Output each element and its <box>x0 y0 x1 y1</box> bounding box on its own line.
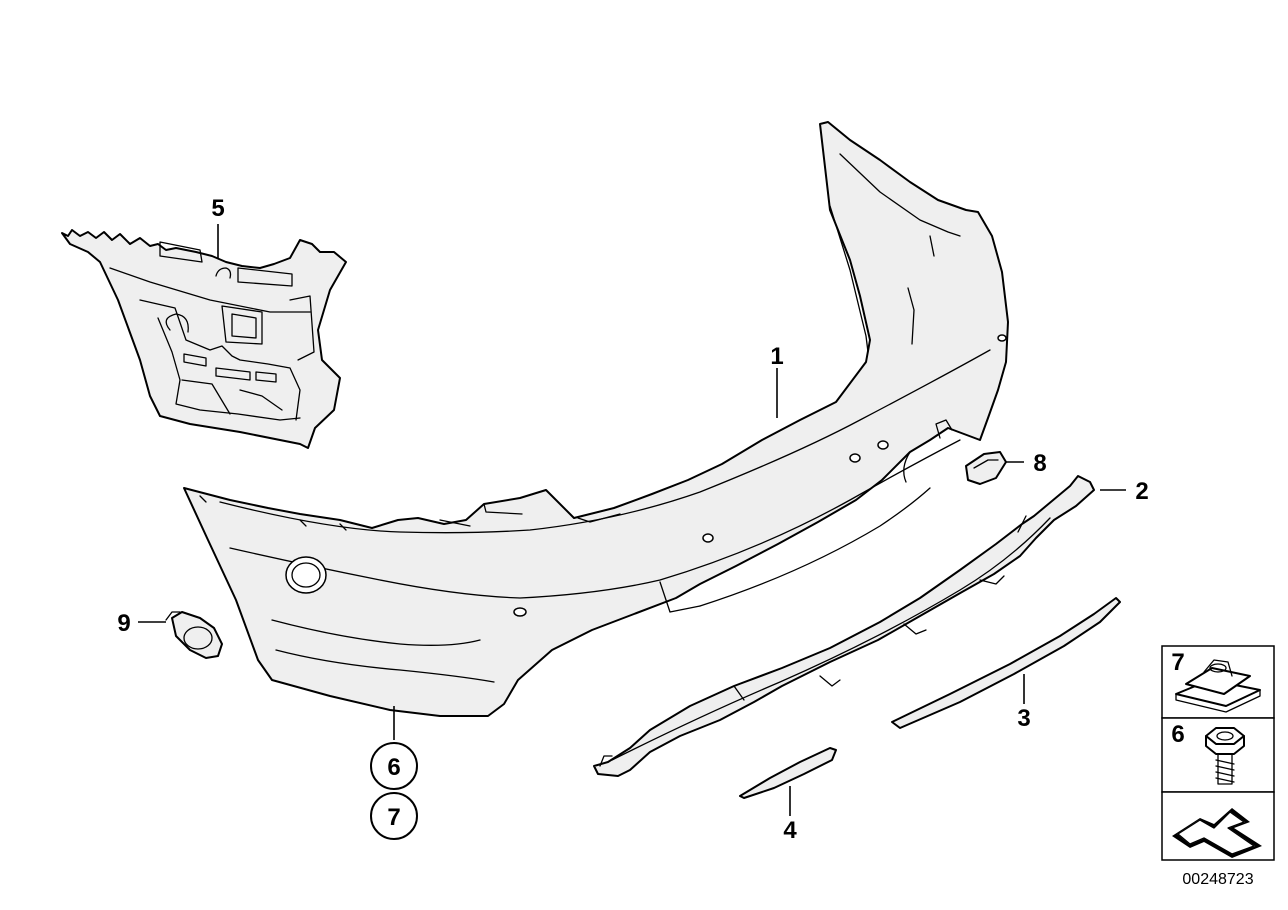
callout-5: 5 <box>211 195 224 222</box>
direction-arrow-icon <box>1172 808 1262 858</box>
legend-label-6: 6 <box>1171 721 1184 748</box>
trim-strip-part-3[interactable] <box>891 597 1121 729</box>
legend-label-7: 7 <box>1171 649 1184 676</box>
cover-cap-part-8[interactable] <box>965 451 1007 485</box>
legend-panel: 7 6 <box>1161 645 1275 861</box>
hex-bolt-icon[interactable] <box>1205 727 1245 785</box>
trim-strip-part-4[interactable] <box>739 747 837 799</box>
tow-hook-cap-part-9[interactable] <box>165 611 223 659</box>
spring-nut-icon[interactable] <box>1175 659 1261 713</box>
callout-9: 9 <box>117 610 130 637</box>
leader-lines <box>138 224 1126 816</box>
callout-4: 4 <box>783 817 797 844</box>
diffuser-part-2[interactable] <box>593 475 1095 777</box>
bracket-part-5[interactable] <box>61 229 347 449</box>
callout-labels: 1 2 3 4 5 8 9 <box>117 195 1148 844</box>
circled-callout-7: 7 <box>370 792 418 840</box>
callout-1: 1 <box>770 343 783 370</box>
circled-callout-6: 6 <box>370 742 418 790</box>
svg-text:6: 6 <box>387 754 400 781</box>
drawing-reference-number: 00248723 <box>1182 871 1253 888</box>
callout-2: 2 <box>1135 478 1148 505</box>
svg-text:7: 7 <box>387 804 400 831</box>
callout-8: 8 <box>1033 450 1046 477</box>
bumper-trim-panel-part-1[interactable] <box>183 121 1009 717</box>
callout-3: 3 <box>1017 705 1030 732</box>
